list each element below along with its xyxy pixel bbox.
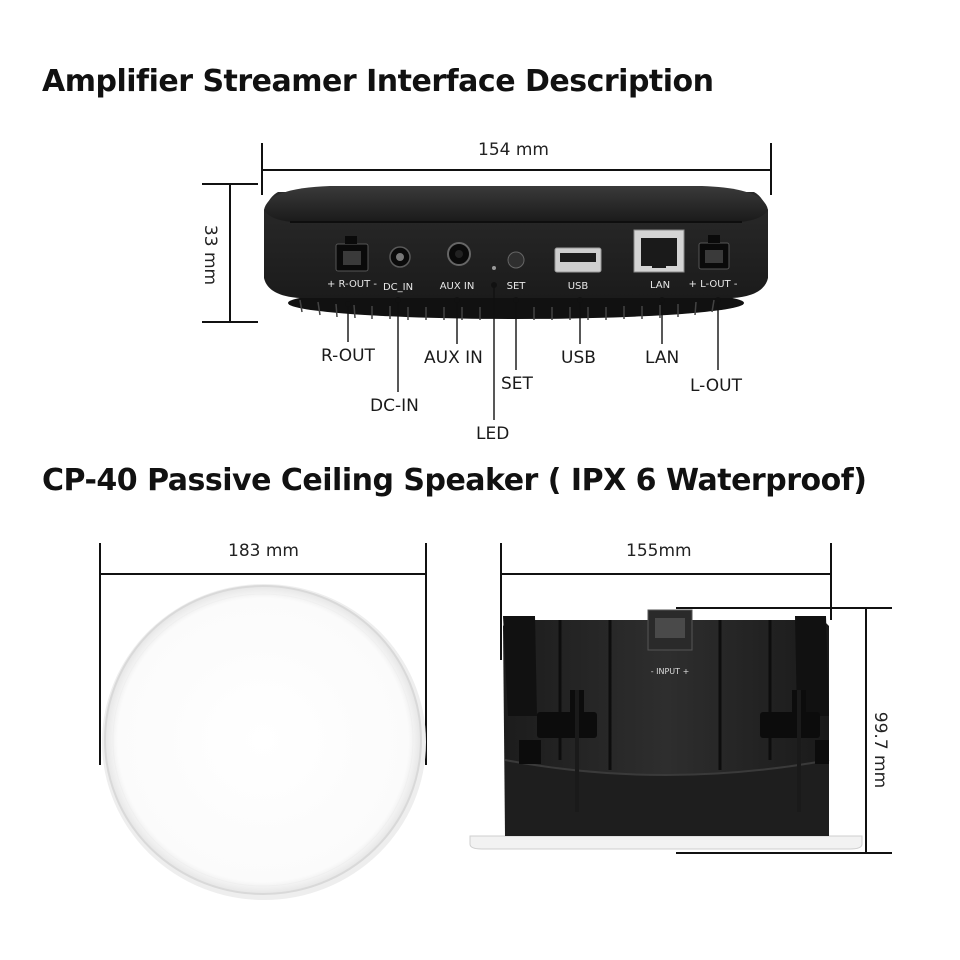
speaker-grille — [102, 584, 426, 900]
callout-led: LED — [476, 424, 510, 444]
body-width-label: 155mm — [626, 541, 692, 561]
callout-lan: LAN — [645, 348, 680, 368]
callout-lout: L-OUT — [690, 376, 742, 396]
speaker-grille-dimension — [99, 543, 427, 765]
section-title-amplifier: Amplifier Streamer Interface Description — [42, 64, 714, 99]
amp-height-label: 33 mm — [200, 224, 221, 286]
set-button — [507, 251, 525, 269]
mount-clamp-right — [760, 690, 829, 812]
speaker-body: - INPUT + — [469, 609, 863, 850]
amplifier-device: + R-OUT - DC_IN AUX IN SET USB LAN + L-O… — [264, 186, 768, 320]
panel-label-rout: + R-OUT - — [327, 279, 377, 290]
callout-leaders — [345, 282, 721, 420]
mount-clamp-left — [519, 690, 597, 812]
callout-set: SET — [501, 374, 533, 394]
callout-rout: R-OUT — [321, 346, 375, 366]
amp-width-dimension — [261, 143, 772, 195]
amp-height-dimension — [202, 183, 258, 323]
panel-label-auxin: AUX IN — [440, 281, 475, 292]
panel-label-lout: + L-OUT - — [689, 279, 738, 290]
section-title-speaker: CP-40 Passive Ceiling Speaker ( IPX 6 Wa… — [42, 463, 867, 498]
callout-usb: USB — [561, 348, 596, 368]
callout-dcin: DC-IN — [370, 396, 419, 416]
speaker-body-height-dimension — [676, 607, 892, 854]
callout-auxin: AUX IN — [424, 348, 483, 368]
body-height-label: 99.7 mm — [870, 711, 891, 789]
panel-label-set: SET — [507, 281, 527, 292]
amp-width-label: 154 mm — [478, 140, 549, 160]
panel-label-dcin: DC_IN — [383, 282, 413, 293]
led-indicator — [492, 266, 496, 270]
grille-width-label: 183 mm — [228, 541, 299, 561]
panel-label-lan: LAN — [650, 280, 670, 291]
panel-label-usb: USB — [568, 281, 589, 292]
input-label: - INPUT + — [651, 667, 690, 676]
